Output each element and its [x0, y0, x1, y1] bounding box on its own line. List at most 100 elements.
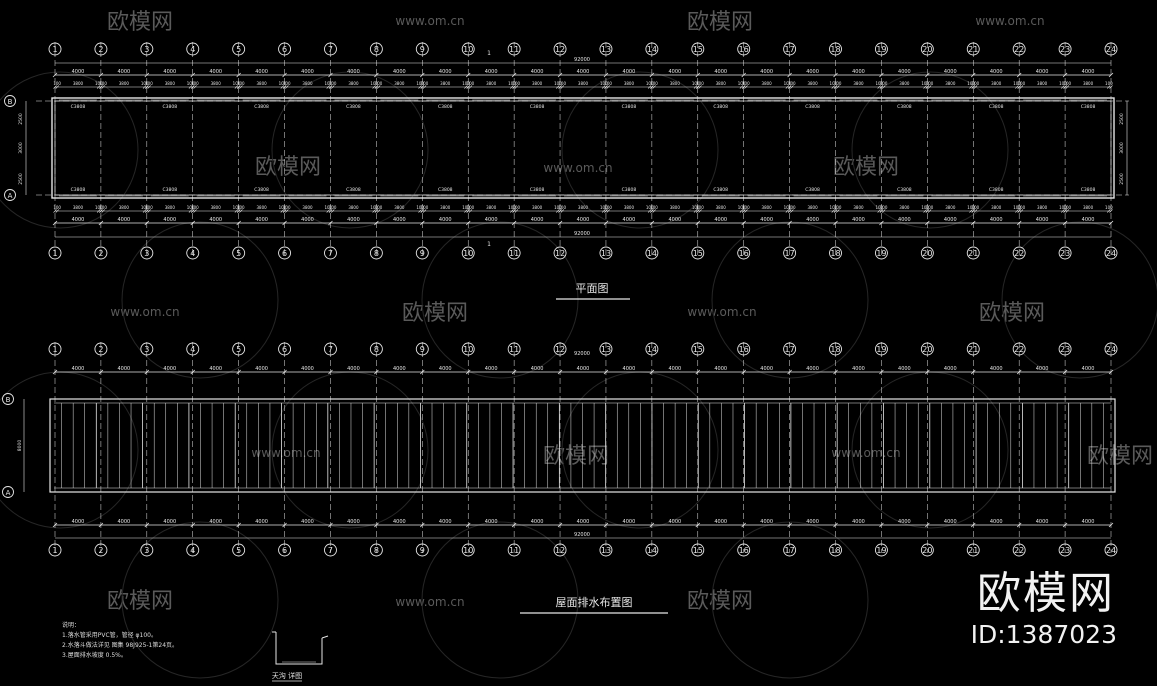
sub-dimension: 100 — [692, 205, 700, 210]
sub-dimension: 100 — [600, 81, 608, 86]
dimension-tick — [511, 522, 517, 528]
axis-number: 11 — [509, 249, 519, 258]
sub-dimension-tick — [510, 85, 514, 89]
bay-dimension: 4000 — [163, 519, 176, 525]
axis-number: 5 — [236, 546, 241, 555]
sub-dimension: 100 — [512, 205, 520, 210]
axis-number: 4 — [190, 249, 195, 258]
sub-dimension: 100 — [512, 81, 520, 86]
bay-dimension: 4000 — [1036, 366, 1049, 372]
sub-dimension-tick — [280, 85, 284, 89]
bay-dimension: 4000 — [439, 366, 452, 372]
axis-number: 4 — [190, 45, 195, 54]
sub-dimension: 100 — [1013, 205, 1021, 210]
sub-dimension: 100 — [375, 81, 383, 86]
sub-dimension: 100 — [95, 81, 103, 86]
bay-dimension: 4000 — [255, 69, 268, 75]
sub-dimension-tick — [606, 209, 610, 213]
total-dimension: 92000 — [574, 532, 590, 538]
sub-dimension-tick — [234, 209, 239, 213]
sub-dimension-tick — [560, 209, 565, 213]
plan-outer-wall — [51, 97, 1115, 199]
sub-dimension-tick — [1106, 209, 1111, 213]
axis-number: 14 — [647, 546, 657, 555]
sub-dimension: 3800 — [624, 205, 635, 210]
bay-dimension: 4000 — [118, 366, 131, 372]
axis-number: 10 — [463, 249, 473, 258]
sub-dimension-tick — [652, 209, 656, 213]
sub-dimension: 3800 — [119, 81, 130, 86]
window-tag: C3808 — [897, 104, 912, 110]
sub-dimension-tick — [790, 209, 794, 213]
side-dimension: 2500 — [18, 113, 24, 125]
axis-bubble-roof-bottom — [507, 543, 521, 557]
sub-dimension: 3800 — [486, 205, 497, 210]
sub-dimension: 100 — [604, 81, 612, 86]
side-dimension: 2500 — [18, 173, 24, 185]
axis-number: 8 — [374, 249, 379, 258]
sub-dimension: 3800 — [302, 81, 313, 86]
row-bubble — [2, 393, 14, 405]
sub-dimension-tick — [831, 85, 835, 89]
dimension-tick — [282, 220, 287, 226]
bay-dimension: 4000 — [1036, 519, 1049, 525]
sub-dimension-tick — [464, 209, 468, 213]
detail-title: 天沟 详图 — [272, 671, 302, 680]
sub-dimension-tick — [604, 209, 608, 213]
sub-dimension: 100 — [187, 205, 195, 210]
sub-dimension-tick — [512, 209, 516, 213]
bay-dimension: 4000 — [577, 519, 590, 525]
axis-number: 3 — [144, 345, 149, 354]
axis-number: 21 — [968, 45, 978, 54]
bay-dimension: 4000 — [714, 69, 727, 75]
dimension-tick — [1062, 522, 1068, 528]
row-label: B — [8, 98, 13, 106]
window-tag: C3808 — [438, 104, 453, 110]
axis-number: 10 — [463, 546, 473, 555]
sub-dimension-tick — [650, 209, 654, 213]
axis-number: 21 — [968, 546, 978, 555]
bay-dimension: 4000 — [990, 217, 1003, 223]
window-tag: C3808 — [622, 104, 637, 110]
dimension-tick — [787, 220, 792, 226]
axis-number: 16 — [739, 45, 749, 54]
sub-dimension-tick — [739, 209, 744, 213]
sub-dimension: 100 — [788, 205, 796, 210]
axis-bubble-roof-bottom — [829, 543, 842, 557]
sub-dimension: 100 — [191, 205, 199, 210]
watermark-site: www.om.cn — [543, 161, 612, 175]
gutter-detail — [272, 631, 329, 665]
sub-dimension-tick — [1015, 85, 1019, 89]
sub-dimension: 3800 — [945, 205, 956, 210]
sub-dimension-tick — [787, 209, 792, 213]
side-dimension: 3000 — [1119, 142, 1125, 154]
bay-dimension: 4000 — [72, 217, 85, 223]
sub-dimension-tick — [652, 85, 656, 89]
sub-dimension: 3800 — [1083, 81, 1094, 86]
bay-dimension: 4000 — [623, 519, 636, 525]
axis-bubble-plan-bottom — [232, 246, 246, 260]
axis-bubble-plan-bottom — [599, 246, 613, 260]
axis-bubble-roof-bottom — [369, 543, 383, 557]
axis-number: 10 — [463, 345, 473, 354]
sub-dimension: 100 — [604, 205, 612, 210]
sub-dimension: 100 — [370, 81, 378, 86]
sub-dimension-tick — [923, 209, 927, 213]
bay-dimension: 4000 — [852, 366, 865, 372]
sub-dimension: 3800 — [165, 81, 176, 86]
dimension-tick — [465, 522, 471, 528]
axis-number: 7 — [328, 45, 333, 54]
dimension-tick — [741, 220, 746, 226]
axis-number: 24 — [1106, 546, 1116, 555]
window-tag: C3808 — [805, 104, 820, 110]
window-tag: C3808 — [438, 187, 453, 193]
axis-number: 17 — [785, 45, 795, 54]
bay-dimension: 4000 — [1036, 69, 1049, 75]
row-bubble — [2, 486, 14, 498]
window-tag: C3808 — [530, 187, 545, 193]
bay-dimension: 4000 — [806, 366, 819, 372]
bay-dimension: 4000 — [714, 366, 727, 372]
window-tag: C3808 — [71, 104, 86, 110]
bay-dimension: 4000 — [760, 519, 773, 525]
sub-dimension: 100 — [141, 205, 149, 210]
